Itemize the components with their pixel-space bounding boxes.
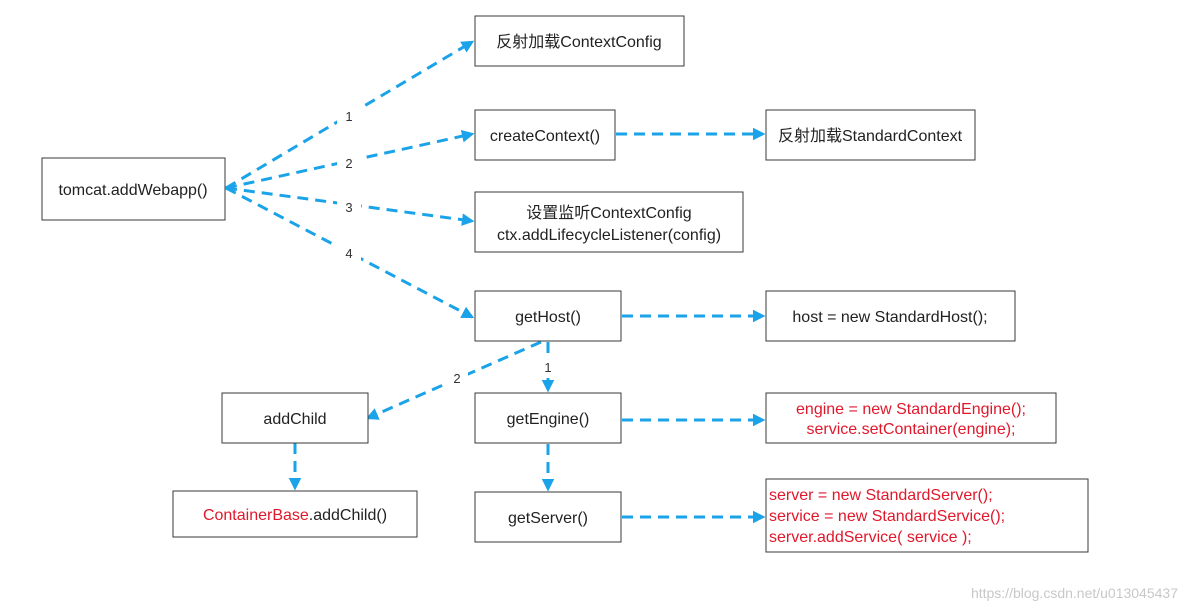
node-reflect-standardcontext: 反射加载StandardContext xyxy=(765,109,976,161)
svg-text:host = new StandardHost();: host = new StandardHost(); xyxy=(792,309,987,326)
edge-addwebapp-to-reflect-contextconfig xyxy=(225,40,475,190)
node-get-host: getHost() xyxy=(474,290,622,342)
svg-text:tomcat.addWebapp(): tomcat.addWebapp() xyxy=(58,182,207,199)
node-engine-new: engine = new StandardEngine(); service.s… xyxy=(765,392,1057,444)
node-add-webapp: tomcat.addWebapp() xyxy=(41,157,226,221)
edge-label-2: 2 xyxy=(337,153,361,173)
svg-text:反射加载ContextConfig: 反射加载ContextConfig xyxy=(496,33,661,51)
edge-label-host-2: 2 xyxy=(446,369,468,387)
node-server-new: server = new StandardServer(); service =… xyxy=(765,478,1089,553)
node-host-new: host = new StandardHost(); xyxy=(765,290,1016,342)
svg-text:addChild: addChild xyxy=(263,411,326,428)
svg-text:service = new StandardService(: service = new StandardService(); xyxy=(769,508,1005,525)
svg-text:ctx.addLifecycleListener(confi: ctx.addLifecycleListener(config) xyxy=(497,227,721,244)
node-create-context: createContext() xyxy=(474,109,616,161)
watermark: https://blog.csdn.net/u013045437 xyxy=(970,585,1178,601)
add-child-method: .addChild() xyxy=(309,507,387,524)
svg-text:engine = new StandardEngine();: engine = new StandardEngine(); xyxy=(796,401,1026,418)
node-get-server: getServer() xyxy=(474,491,622,543)
edge-label-host-1: 1 xyxy=(539,358,557,376)
svg-text:getEngine(): getEngine() xyxy=(507,411,590,428)
node-add-child: addChild xyxy=(221,392,369,444)
edge-addwebapp-to-set-listener xyxy=(225,186,475,226)
container-base-class: ContainerBase xyxy=(203,507,309,524)
svg-text:设置监听ContextConfig: 设置监听ContextConfig xyxy=(526,204,691,222)
svg-text:getHost(): getHost() xyxy=(515,309,581,326)
svg-text:2: 2 xyxy=(345,156,352,171)
svg-text:2: 2 xyxy=(453,371,460,386)
svg-text:service.setContainer(engine);: service.setContainer(engine); xyxy=(807,421,1016,438)
node-get-engine: getEngine() xyxy=(474,392,622,444)
svg-text:1: 1 xyxy=(345,109,352,124)
svg-text:1: 1 xyxy=(544,360,551,375)
svg-text:3: 3 xyxy=(345,200,352,215)
svg-text:server.addService( service );: server.addService( service ); xyxy=(769,529,972,546)
svg-text:createContext(): createContext() xyxy=(490,128,600,145)
svg-text:ContainerBase.addChild(): ContainerBase.addChild() xyxy=(203,507,387,524)
svg-text:server = new StandardServer();: server = new StandardServer(); xyxy=(769,487,993,504)
node-set-listener: 设置监听ContextConfig ctx.addLifecycleListen… xyxy=(474,191,744,253)
edge-label-3: 3 xyxy=(337,197,361,217)
edge-addwebapp-to-gethost xyxy=(225,186,475,319)
svg-text:getServer(): getServer() xyxy=(508,510,588,527)
edge-label-1: 1 xyxy=(337,106,361,126)
edge-addwebapp-to-createcontext xyxy=(225,130,475,190)
svg-text:反射加载StandardContext: 反射加载StandardContext xyxy=(778,127,963,145)
edge-label-4: 4 xyxy=(337,243,361,263)
svg-text:4: 4 xyxy=(345,246,352,261)
node-container-base: ContainerBase.addChild() xyxy=(172,490,418,538)
node-reflect-contextconfig: 反射加载ContextConfig xyxy=(474,15,685,67)
